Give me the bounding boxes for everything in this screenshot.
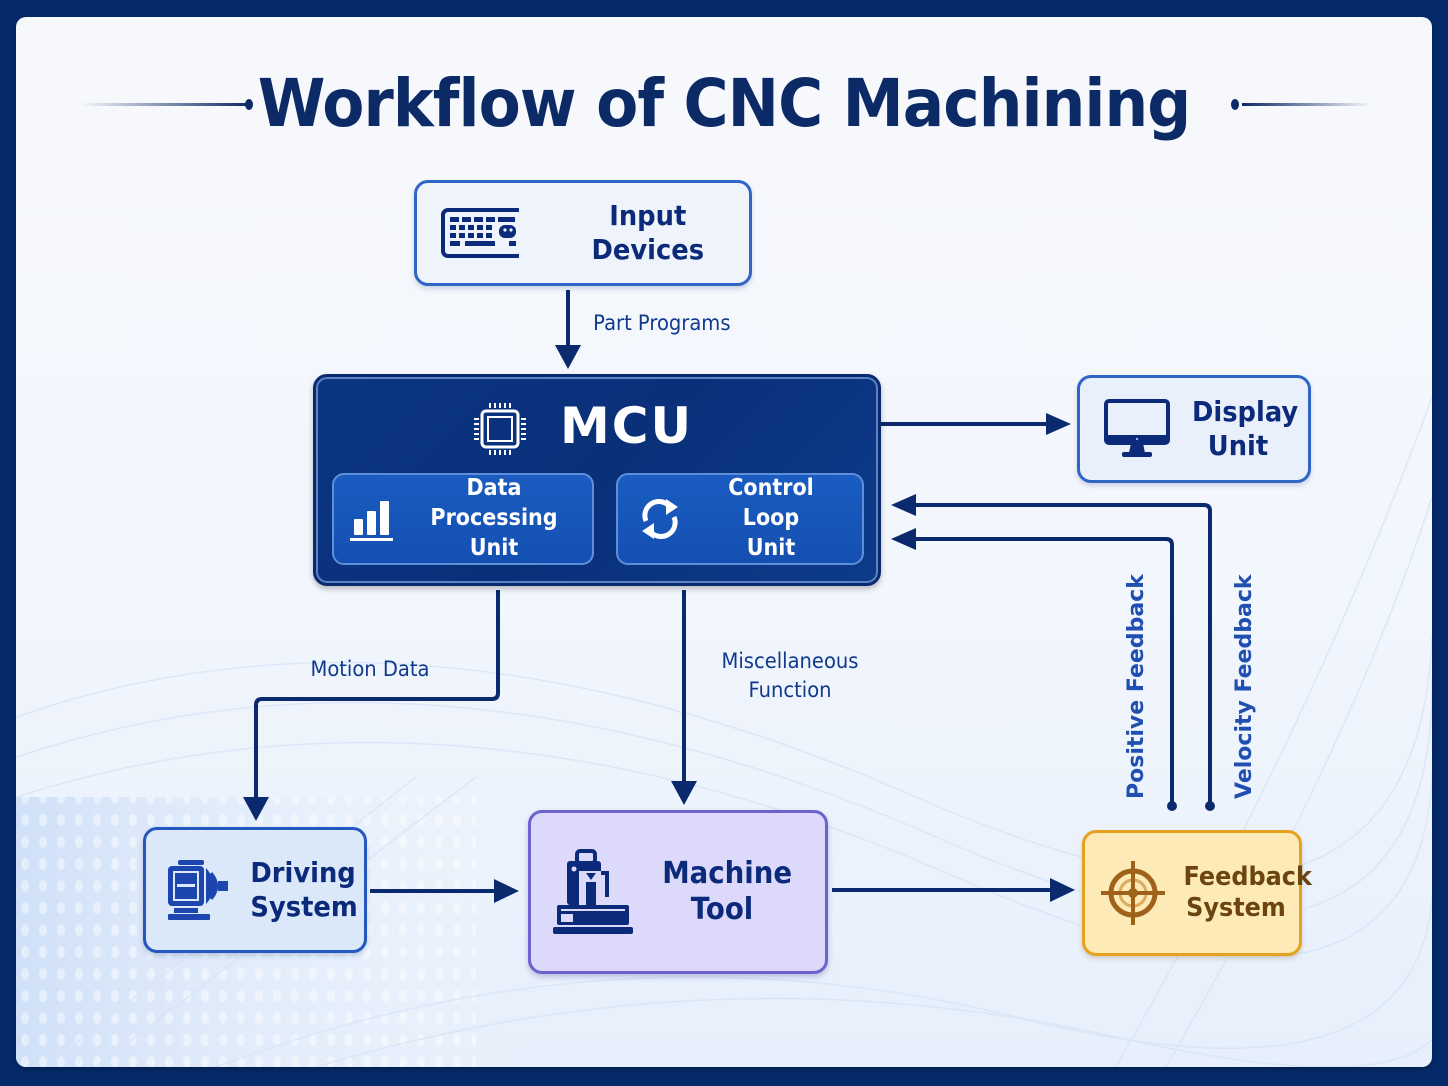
arrowhead-machine-to-feedback xyxy=(1050,878,1075,902)
control-loop-line1: Control Loop xyxy=(728,475,814,532)
diagram-title: Workflow of CNC Machining xyxy=(257,65,1192,142)
data-processing-line1: Data Processing xyxy=(430,475,558,532)
data-processing-label: Data Processing Unit xyxy=(413,474,575,564)
node-display-unit[interactable]: Display Unit xyxy=(1077,375,1311,483)
machine-tool-line2: Tool xyxy=(690,892,754,927)
title-dot-right xyxy=(1231,99,1239,110)
edge-label-misc-line1: Miscellaneous xyxy=(721,649,859,673)
title-row: Workflow of CNC Machining xyxy=(16,65,1432,155)
node-input-devices[interactable]: Input Devices xyxy=(414,180,752,286)
arrowhead-velocity-feedback xyxy=(891,494,916,516)
arrowhead-positive-feedback xyxy=(891,528,916,550)
input-devices-label: Input Devices xyxy=(591,199,705,266)
node-feedback-system[interactable]: Feedback System xyxy=(1082,830,1312,956)
edge-label-positive-feedback: Positive Feedback xyxy=(1124,574,1149,799)
connectors xyxy=(243,290,1215,903)
title-rule-right xyxy=(1242,103,1372,106)
positive-origin-dot xyxy=(1205,801,1215,811)
title-rule-left xyxy=(80,103,250,106)
driving-system-line1: Driving xyxy=(250,856,356,890)
node-data-processing-unit[interactable]: Data Processing Unit xyxy=(332,473,594,565)
arrowhead-misc-function xyxy=(671,781,697,805)
edge-label-motion-data: Motion Data xyxy=(310,657,430,681)
display-unit-label: Display Unit xyxy=(1192,395,1299,462)
node-machine-tool[interactable]: Machine Tool xyxy=(528,810,828,974)
display-unit-line2: Unit xyxy=(1207,429,1269,462)
bar-chart-icon xyxy=(350,501,393,541)
edge-velocity-feedback xyxy=(916,503,1212,805)
machine-tool-label: Machine Tool xyxy=(662,856,793,928)
edge-motion-data xyxy=(254,590,500,799)
feedback-system-line1: Feedback xyxy=(1183,861,1312,892)
motor-icon xyxy=(168,860,228,920)
edge-label-part-programs: Part Programs xyxy=(593,311,731,335)
display-unit-line1: Display xyxy=(1192,395,1299,429)
node-driving-system[interactable]: Driving System xyxy=(143,827,367,953)
driving-system-line2: System xyxy=(250,890,358,923)
milling-machine-icon xyxy=(553,849,633,934)
machine-tool-line1: Machine xyxy=(662,856,793,891)
microchip-icon xyxy=(474,403,526,455)
crosshair-target-icon xyxy=(1101,861,1165,925)
edge-label-velocity-feedback: Velocity Feedback xyxy=(1232,574,1257,800)
node-control-loop-unit[interactable]: Control Loop Unit xyxy=(616,473,864,565)
title-dot-left xyxy=(245,99,253,110)
arrowhead-motion-data xyxy=(243,797,269,821)
arrowhead-display xyxy=(1046,413,1071,435)
refresh-cycle-icon xyxy=(642,499,678,539)
monitor-icon xyxy=(1104,399,1170,457)
control-loop-line2: Unit xyxy=(746,534,796,561)
arrowhead-driving-to-machine xyxy=(494,879,519,903)
edge-label-misc-function: Miscellaneous Function xyxy=(716,647,865,706)
diagram-canvas: Workflow of CNC Machining xyxy=(16,17,1432,1067)
mcu-title: MCU xyxy=(560,397,694,455)
data-processing-line2: Unit xyxy=(469,534,519,561)
arrowhead-part-programs xyxy=(555,345,581,369)
velocity-origin-dot xyxy=(1167,801,1177,811)
feedback-system-label: Feedback System xyxy=(1183,861,1312,924)
feedback-system-line2: System xyxy=(1186,893,1286,923)
edge-positive-feedback xyxy=(916,537,1174,805)
control-loop-label: Control Loop Unit xyxy=(704,474,839,564)
driving-system-label: Driving System xyxy=(250,856,358,923)
node-mcu[interactable]: MCU Data Processing Unit Control Loop xyxy=(313,374,881,586)
edge-label-misc-line2: Function xyxy=(748,678,832,703)
keyboard-icon xyxy=(441,208,520,258)
